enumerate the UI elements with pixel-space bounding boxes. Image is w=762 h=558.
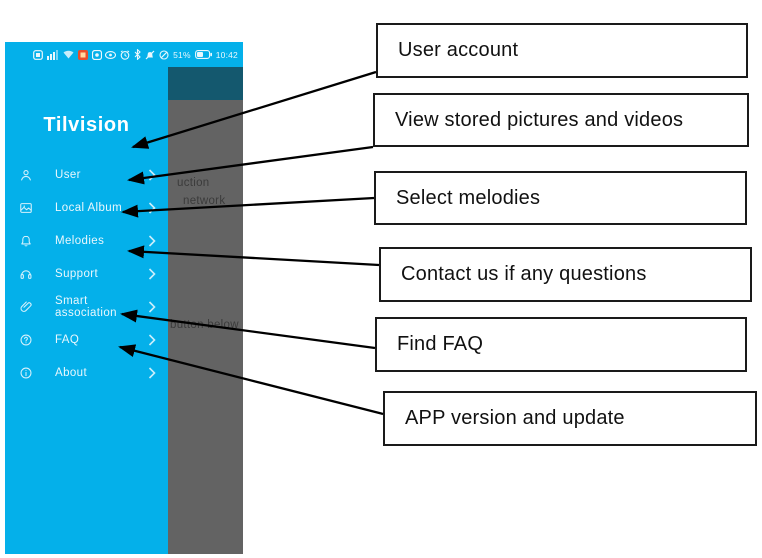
battery-percent: 51% (173, 49, 191, 60)
chevron-right-icon (148, 234, 158, 247)
paperclip-icon (18, 299, 33, 314)
sidebar-item-label: About (55, 366, 88, 379)
app-title: Tilvision (43, 114, 130, 136)
callout-label: Select melodies (396, 186, 541, 209)
chevron-right-icon (148, 366, 158, 379)
status-bar: 51% 10:42 (5, 42, 243, 67)
sidebar-item-label: Support (55, 267, 99, 280)
background-app-header (168, 67, 243, 100)
sidebar-item-label: Local Album (55, 201, 123, 214)
background-text: network (183, 195, 226, 207)
data-saver-icon (159, 49, 169, 60)
callout-label: View stored pictures and videos (395, 108, 684, 131)
callout-label: Contact us if any questions (401, 263, 647, 285)
mute-bell-icon (145, 50, 155, 60)
callout-faq: Find FAQ (375, 317, 747, 372)
alarm-clock-icon (120, 49, 130, 60)
wifi-icon (63, 50, 74, 59)
camera-app-icon (92, 49, 102, 60)
sidebar-item-label: User (55, 168, 81, 181)
dimmed-background-page: uction network button below (168, 67, 243, 554)
status-left-icons (33, 49, 102, 60)
phone-screenshot: 51% 10:42 uction network button below Ti… (5, 42, 243, 554)
bell-icon (18, 233, 33, 248)
notification-badge-icon (78, 49, 88, 60)
chevron-right-icon (148, 333, 158, 346)
callout-label: Find FAQ (397, 333, 484, 355)
bluetooth-icon (134, 49, 141, 60)
question-circle-icon (18, 332, 33, 347)
chevron-right-icon (148, 267, 158, 280)
callout-local-album: View stored pictures and videos (373, 93, 749, 147)
callout-support: Contact us if any questions (379, 247, 752, 302)
eye-icon (105, 50, 117, 59)
info-circle-icon (18, 365, 33, 380)
sidebar-item-melodies[interactable]: Melodies (5, 224, 168, 257)
sidebar-item-label: Melodies (55, 234, 105, 247)
album-icon (18, 200, 33, 215)
sidebar-item-user[interactable]: User (5, 158, 168, 191)
callout-label: User account (398, 39, 519, 61)
status-right-icons: 51% 10:42 (105, 49, 238, 60)
sidebar-item-support[interactable]: Support (5, 257, 168, 290)
callout-about: APP version and update (383, 391, 757, 446)
background-text: uction (177, 177, 210, 189)
app-icon (33, 49, 43, 60)
sidebar-item-local-album[interactable]: Local Album (5, 191, 168, 224)
background-text: button below (170, 319, 239, 331)
sidebar-item-label: FAQ (55, 333, 80, 346)
chevron-right-icon (148, 168, 158, 181)
drawer-menu: Tilvision User Local Album (5, 67, 168, 554)
user-icon (18, 167, 33, 182)
chevron-right-icon (148, 300, 158, 313)
sidebar-item-about[interactable]: About (5, 356, 168, 389)
callout-label: APP version and update (405, 407, 625, 429)
clock-time: 10:42 (215, 49, 238, 60)
callout-melodies: Select melodies (374, 171, 747, 225)
sidebar-item-label: Smart association (55, 294, 117, 319)
headset-icon (18, 266, 33, 281)
sidebar-item-smart-association[interactable]: Smart association (5, 290, 168, 323)
callout-user-account: User account (376, 23, 748, 78)
signal-bars-icon (47, 49, 59, 60)
battery-icon (194, 50, 212, 59)
sidebar-item-faq[interactable]: FAQ (5, 323, 168, 356)
chevron-right-icon (148, 201, 158, 214)
drawer-menu-list: User Local Album (5, 158, 168, 389)
